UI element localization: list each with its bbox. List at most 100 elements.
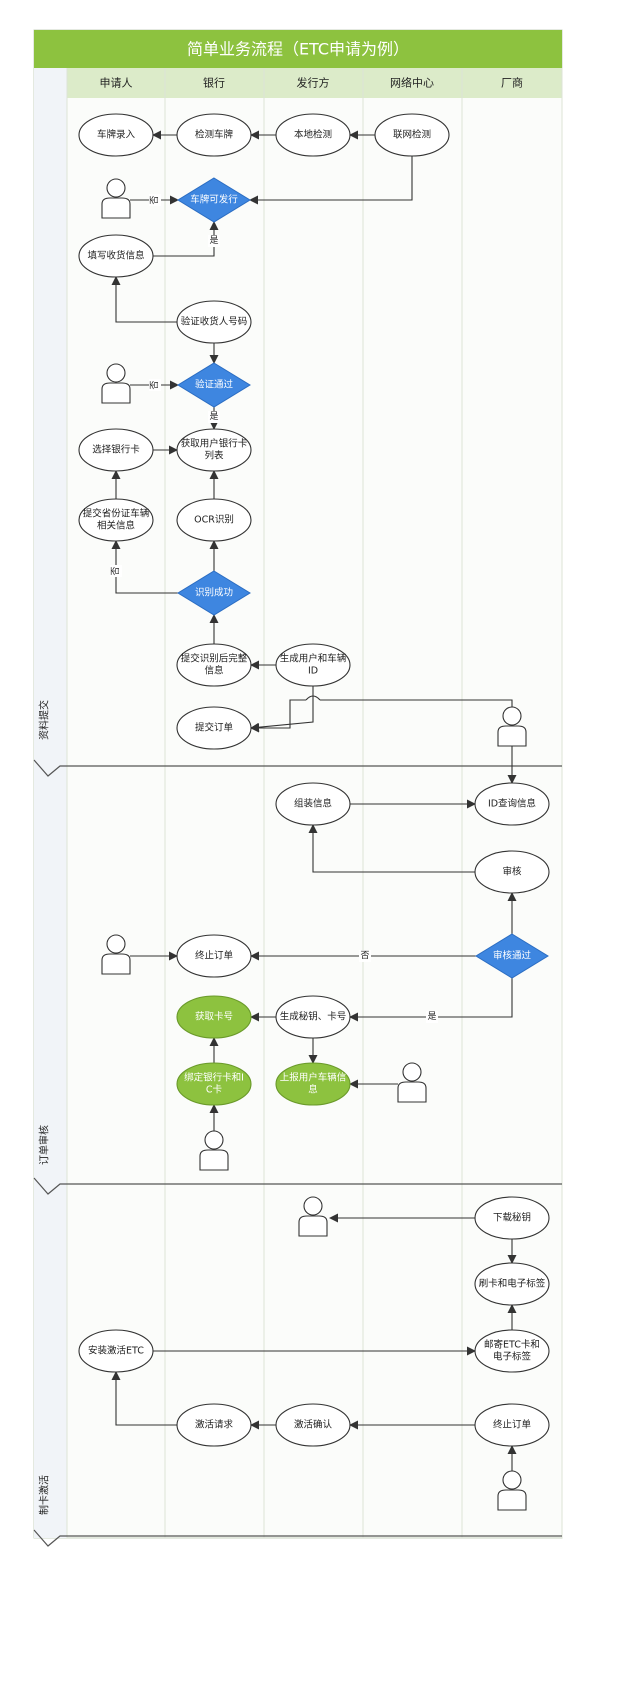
phase-separator (33, 1529, 562, 1547)
process-shape (176, 113, 252, 157)
process-shape (78, 498, 154, 542)
flow-node-d1: 车牌可发行 (177, 177, 251, 223)
edge-label-bg (426, 1011, 438, 1023)
person-icon (397, 1062, 427, 1103)
node-label-n24: 安装激活ETC (88, 1345, 144, 1357)
person-icon (497, 1470, 527, 1511)
node-label-n27: 激活确认 (294, 1419, 333, 1431)
edge-label-yes: 是 (427, 1011, 436, 1022)
node-label-n2: 检测车牌 (195, 129, 234, 141)
node-label-n3: 本地检测 (294, 129, 332, 141)
node-label-n22: 下载秘钥 (493, 1212, 531, 1224)
node-label-n12: ID (308, 666, 318, 677)
edge-label-no: 否 (149, 195, 160, 204)
flow-node-n15: ID查询信息 (474, 782, 550, 826)
decision-shape (475, 933, 549, 979)
edge-yes (349, 978, 513, 1022)
process-shape (275, 643, 351, 687)
lane-header-1: 银行 (203, 76, 225, 90)
node-label-d2: 验证通过 (195, 379, 234, 391)
person-icon (497, 706, 527, 747)
process-shape (374, 113, 450, 157)
edge-label-yes: 是 (209, 411, 218, 422)
process-shape (176, 934, 252, 978)
flow-node-n23: 刷卡和电子标签 (474, 1262, 550, 1306)
process-shape (176, 428, 252, 472)
node-label-d3: 识别成功 (195, 587, 233, 599)
edge-hop (305, 695, 321, 701)
flow-node-n28: 终止订单 (474, 1403, 550, 1447)
title-bar (34, 30, 562, 68)
node-label-n20: 绑定银行卡和I (184, 1072, 244, 1084)
flow-node-n22: 下载秘钥 (474, 1196, 550, 1240)
edge-label-no: 否 (360, 950, 369, 961)
flow-edge (249, 156, 413, 205)
node-label-n18: 生成秘钥、卡号 (280, 1011, 347, 1023)
person-icon (298, 1196, 328, 1237)
node-label-n15: ID查询信息 (488, 798, 536, 810)
lane-header-0: 申请人 (100, 77, 133, 90)
node-label-n12: 生成用户和车辆 (280, 653, 347, 665)
edge-label-bg (359, 950, 371, 962)
flow-node-n5: 填写收货信息 (78, 234, 154, 278)
node-label-n17: 终止订单 (195, 950, 234, 962)
edge-label-bg (208, 411, 220, 423)
node-label-n25: 邮寄ETC卡和 (484, 1339, 540, 1351)
node-label-n19: 获取卡号 (195, 1011, 233, 1023)
process-shape (474, 1403, 550, 1447)
decision-shape (177, 570, 251, 616)
person-icon (101, 178, 131, 219)
lane-header-2: 发行方 (297, 76, 330, 90)
process-shape (275, 1062, 351, 1106)
flow-node-n16: 审核 (474, 850, 550, 894)
process-shape (474, 1196, 550, 1240)
flow-node-n2: 检测车牌 (176, 113, 252, 157)
node-label-n21: 上报用户车辆信 (280, 1072, 347, 1084)
flow-node-n7: 选择银行卡 (78, 428, 154, 472)
flow-node-d4: 审核通过 (475, 933, 549, 979)
process-shape (78, 234, 154, 278)
flow-node-n14: 组装信息 (275, 782, 351, 826)
process-shape (275, 113, 351, 157)
process-shape (176, 643, 252, 687)
node-label-n11: 信息 (204, 665, 223, 677)
process-shape (78, 113, 154, 157)
flow-edge (111, 276, 177, 323)
node-label-n26: 激活请求 (195, 1419, 234, 1431)
pool-frame (33, 29, 563, 1539)
flow-node-n24: 安装激活ETC (78, 1329, 154, 1373)
node-label-n20: C卡 (206, 1084, 223, 1096)
process-shape (275, 995, 351, 1039)
decision-shape (177, 362, 251, 408)
flow-edge (250, 699, 306, 733)
node-label-n6: 验证收货人号码 (181, 316, 248, 328)
diagram-title: 简单业务流程（ETC申请为例） (187, 40, 409, 59)
flow-node-n27: 激活确认 (275, 1403, 351, 1447)
flow-node-n13: 提交订单 (176, 706, 252, 750)
edge-label-yes: 是 (209, 235, 218, 246)
person-icon (199, 1130, 229, 1171)
node-label-n5: 填写收货信息 (87, 250, 144, 262)
flow-edge (250, 686, 314, 732)
node-label-n1: 车牌录入 (97, 129, 136, 141)
process-shape (176, 1403, 252, 1447)
process-shape (176, 706, 252, 750)
process-shape (176, 1062, 252, 1106)
node-label-n8: 列表 (204, 450, 224, 462)
process-shape (176, 300, 252, 344)
phase-separator (33, 1177, 562, 1195)
process-shape (474, 850, 550, 894)
process-shape (275, 782, 351, 826)
lane-header-4: 厂商 (501, 76, 523, 90)
node-label-n25: 电子标签 (493, 1351, 532, 1363)
node-label-n7: 选择银行卡 (92, 444, 140, 456)
node-label-n16: 审核 (502, 866, 522, 878)
edge-label-no: 否 (110, 566, 121, 575)
node-label-n14: 组装信息 (294, 798, 332, 810)
phase-label-0: 资料提交 (38, 700, 51, 740)
flow-node-n6: 验证收货人号码 (176, 300, 252, 344)
flow-node-n17: 终止订单 (176, 934, 252, 978)
